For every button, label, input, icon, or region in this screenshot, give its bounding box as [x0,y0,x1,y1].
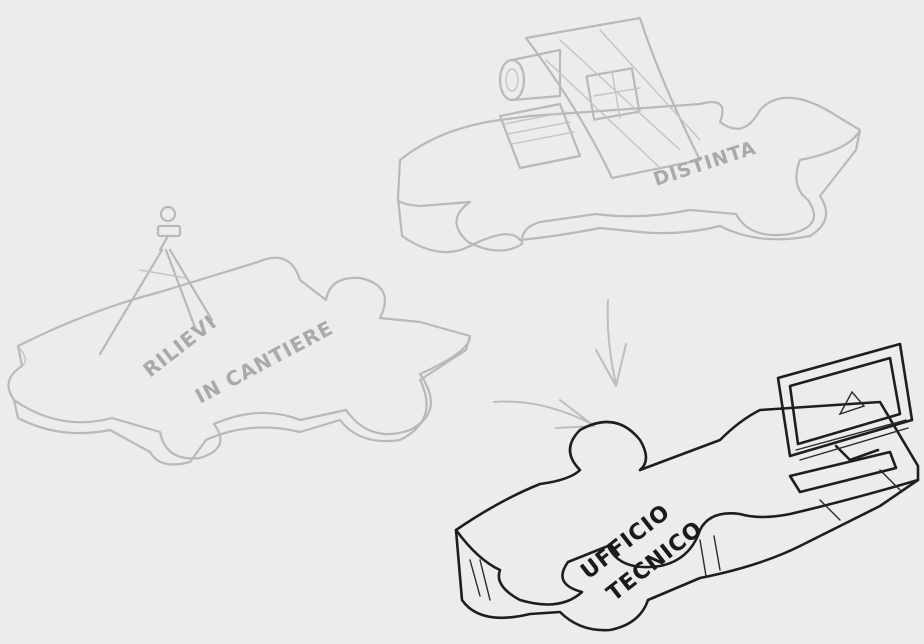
piece-distinta: DISTINTA [398,18,860,252]
piece-rilievi-label-line1: RILIEVI [138,310,221,382]
piece-ufficio: UFFICIO TECNICO [456,344,918,630]
arrowhead-from-rilievi [556,400,594,428]
piece-rilievi-edge [14,336,470,464]
flow-arrows [494,300,626,428]
monitor-icon [778,344,912,492]
piece-rilievi-top [9,258,470,459]
piece-ufficio-top [456,402,918,605]
piece-distinta-label: DISTINTA [651,137,759,191]
piece-rilievi: RILIEVI IN CANTIERE [9,207,470,464]
piece-ufficio-edge [456,480,918,630]
blueprint-icon [500,18,700,178]
